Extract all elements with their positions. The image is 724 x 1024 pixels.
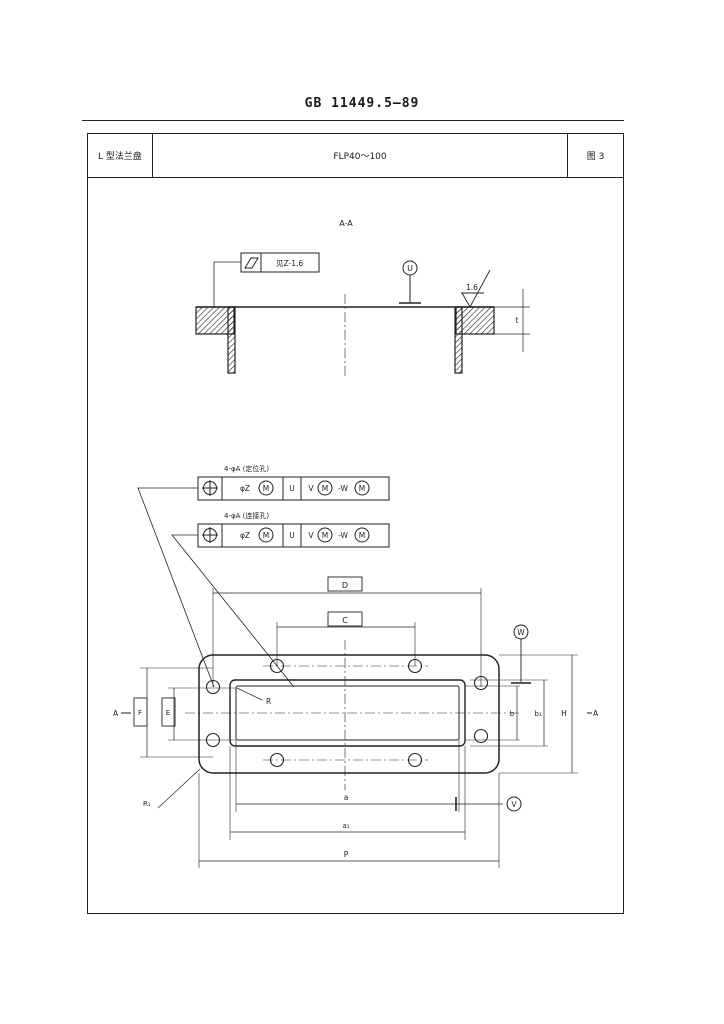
section-label: A-A [339,219,353,228]
callout-locating-datum-u: U [289,484,295,493]
dim-p-label: P [344,850,349,859]
callout-connecting-mmc-v: M [322,531,328,540]
dim-r-label: R [266,697,271,706]
standard-number: GB 11449.5—89 [304,96,420,111]
dim-a1-label: a₁ [342,822,349,830]
drawing-frame: L 型法兰盘 FLP40～100 图 3 [87,133,624,914]
flatness-value: 见Z-1.6 [276,259,303,268]
thickness-dimension: t [494,289,530,352]
callout-locating-datum-v: V [308,484,314,493]
callout-connecting-mmc-w: M [359,531,365,540]
flatness-icon [244,257,259,269]
datum-v-label: V [511,800,517,809]
flatness-tolerance-frame: 见Z-1.6 [213,252,320,307]
dimension-h: H [499,654,578,774]
callout-connecting-datum-v: V [308,531,314,540]
callout-connecting-frame: φZ M U V M -W M [197,523,390,548]
dim-b1-label: b₁ [534,710,541,718]
dim-h-label: H [561,709,567,718]
callout-connecting-datum-w: -W [338,531,348,540]
header-rule [82,120,624,121]
title-row: L 型法兰盘 FLP40～100 图 3 [88,134,623,178]
callout-locating-label: 4-φA (定位孔) [224,464,269,473]
datum-w-symbol: W [511,624,531,684]
roughness-value: 1.6 [466,283,478,292]
callout-connecting-mmc: M [263,531,269,540]
bolt-holes [205,658,489,768]
datum-u-symbol: U [399,260,421,304]
dim-c-label: C [342,616,348,625]
dim-f-label: F [138,709,142,717]
section-mark-right: A [593,709,599,718]
flange-outline [198,654,500,774]
callout-locating-frame: φZ M U V M -W M [197,476,390,501]
position-icon [202,480,218,496]
type-label: L 型法兰盘 [88,134,153,177]
leader-locating [137,487,215,688]
dimension-b1: b₁ [470,679,548,747]
callout-connecting-datum-u: U [289,531,295,540]
datum-w-label: W [517,628,525,637]
section-mark-left: A [113,709,119,718]
callout-locating-mmc: M [263,484,269,493]
flange-section [195,294,495,378]
callout-locating-mmc-v: M [322,484,328,493]
dimension-b: b [465,685,520,741]
position-icon [202,527,218,543]
dimension-a1: a₁ [229,746,466,840]
dimension-c: C [276,611,416,666]
dimension-p: P [198,773,500,868]
datum-u-label: U [407,264,413,273]
dim-e-label: E [166,709,170,717]
dim-a-label: a [344,793,349,802]
dimension-f: F [133,667,213,758]
dim-d-label: D [342,581,348,590]
callout-connecting-label: 4-φA (连接孔) [224,511,269,520]
figure-label: 图 3 [586,152,605,162]
callout-locating-mmc-w: M [359,484,365,493]
leader-connecting [171,534,295,688]
dim-b-label: b [510,710,515,718]
dimension-e: E [161,687,236,741]
callout-connecting-tol: φZ [240,531,250,540]
callout-locating-datum-w: -W [338,484,348,493]
thickness-label: t [516,316,519,325]
dimension-d: D [212,576,482,687]
dimension-a: a V [235,740,522,812]
dim-r1-label: R₁ [143,800,151,808]
model-range: FLP40～100 [153,134,568,177]
roughness-symbol: 1.6 [461,269,491,308]
callout-locating-tol: φZ [240,484,250,493]
